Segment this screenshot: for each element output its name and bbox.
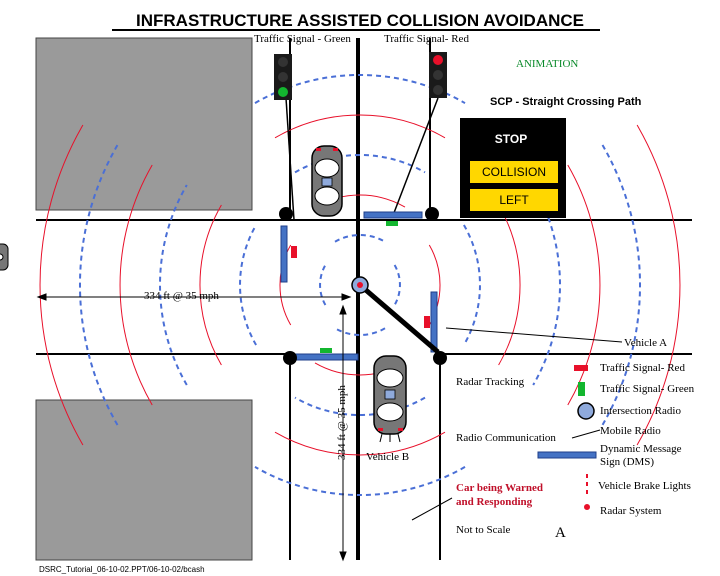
letter-a-label: A bbox=[555, 525, 566, 541]
dms-left bbox=[280, 225, 288, 283]
radio-wave-west bbox=[199, 204, 222, 366]
car-warned-label: Car being Warned and Responding bbox=[456, 482, 543, 508]
scenario-label: SCP - Straight Crossing Path bbox=[490, 96, 642, 108]
radar-system-icon bbox=[584, 504, 590, 510]
radar-pole-nw bbox=[279, 207, 293, 221]
distance-arrow-horizontal bbox=[36, 293, 352, 301]
vehicle-a-pointer bbox=[445, 327, 623, 343]
vehicle-b bbox=[373, 355, 407, 443]
building-top-left bbox=[35, 37, 253, 211]
legend-mobile-radio: Mobile Radio bbox=[600, 425, 661, 437]
radio-wave-south bbox=[334, 327, 386, 336]
not-to-scale-label: Not to Scale bbox=[456, 524, 511, 536]
road-signal-red-left bbox=[291, 246, 297, 258]
signal-pole-green bbox=[285, 97, 295, 221]
warning-pointer bbox=[411, 497, 453, 521]
footer-file-path: DSRC_Tutorial_06-10-02.PPT/06-10-02/bcas… bbox=[39, 565, 205, 574]
distance-horizontal-label: 334 ft @ 35 mph bbox=[144, 290, 219, 302]
radio-wave-west bbox=[119, 164, 153, 406]
radio-wave-south bbox=[254, 466, 466, 496]
page-title: INFRASTRUCTURE ASSISTED COLLISION AVOIDA… bbox=[136, 11, 584, 30]
legend-green-signal: Traffic Signal- Green bbox=[600, 383, 695, 395]
legend-dms-line2: Sign (DMS) bbox=[600, 456, 655, 468]
radio-wave-west bbox=[159, 184, 188, 386]
road-signal-green-bottom bbox=[320, 348, 332, 353]
legend-intersection-radio: Intersection Radio bbox=[600, 405, 681, 417]
green-bar-icon bbox=[578, 382, 585, 396]
radar-track-line bbox=[358, 283, 440, 354]
radar-pole-sw bbox=[283, 351, 297, 365]
signal-pole-red bbox=[391, 97, 439, 219]
signal-green-label: Traffic Signal - Green bbox=[254, 33, 351, 45]
dms-bottom bbox=[295, 353, 359, 361]
radio-wave-east bbox=[567, 164, 601, 406]
road-signal-red-right bbox=[424, 316, 430, 328]
animation-label: ANIMATION bbox=[516, 58, 579, 70]
radio-wave-west bbox=[39, 124, 84, 446]
radio-communication-label: Radio Communication bbox=[456, 432, 556, 444]
radar-tracking-label: Radar Tracking bbox=[456, 376, 525, 388]
vehicle-top bbox=[311, 145, 343, 217]
legend-dms-line1: Dynamic Message bbox=[600, 443, 682, 455]
radar-pole-se bbox=[433, 351, 447, 365]
vehicle-b-label: Vehicle B bbox=[366, 451, 410, 463]
signal-red-label: Traffic Signal- Red bbox=[384, 33, 469, 45]
intersection-radio-legend-icon bbox=[577, 402, 595, 420]
dms-legend-icon bbox=[537, 451, 597, 459]
stop-text: STOP bbox=[494, 132, 528, 146]
dms-top bbox=[363, 211, 423, 219]
radio-wave-east bbox=[601, 144, 642, 426]
building-bottom-left bbox=[35, 399, 253, 561]
radio-comm-pointer bbox=[571, 429, 601, 439]
red-bar-icon bbox=[574, 365, 588, 371]
radio-wave-west bbox=[239, 224, 257, 346]
radio-wave-south bbox=[294, 396, 426, 416]
radio-wave-north bbox=[294, 154, 426, 174]
dms-line-left: LEFT bbox=[469, 188, 559, 212]
vehicle-a-label: Vehicle A bbox=[624, 337, 668, 349]
traffic-signal-green-icon bbox=[274, 54, 292, 100]
dms-right bbox=[430, 291, 438, 353]
legend-brake-lights: Vehicle Brake Lights bbox=[598, 480, 691, 492]
radio-wave-east bbox=[636, 124, 681, 446]
traffic-signal-red-icon bbox=[429, 52, 447, 98]
road-signal-green-top bbox=[386, 221, 398, 226]
dms-line-collision: COLLISION bbox=[469, 160, 559, 184]
radio-wave-south bbox=[274, 431, 446, 456]
radio-wave-west bbox=[319, 264, 327, 306]
radio-wave-north bbox=[274, 114, 446, 139]
radio-wave-west bbox=[78, 144, 119, 426]
radio-wave-north bbox=[334, 234, 386, 243]
edge-marker-left bbox=[0, 243, 9, 271]
distance-arrow-vertical bbox=[339, 304, 347, 562]
radio-wave-east bbox=[393, 264, 401, 306]
radar-pole-ne bbox=[425, 207, 439, 221]
radio-wave-east bbox=[498, 204, 521, 366]
legend-radar-system: Radar System bbox=[600, 505, 662, 517]
distance-vertical-label: 334 ft @ 35 mph bbox=[336, 385, 348, 460]
legend-red-signal: Traffic Signal- Red bbox=[600, 362, 685, 374]
radio-wave-east bbox=[463, 224, 481, 346]
